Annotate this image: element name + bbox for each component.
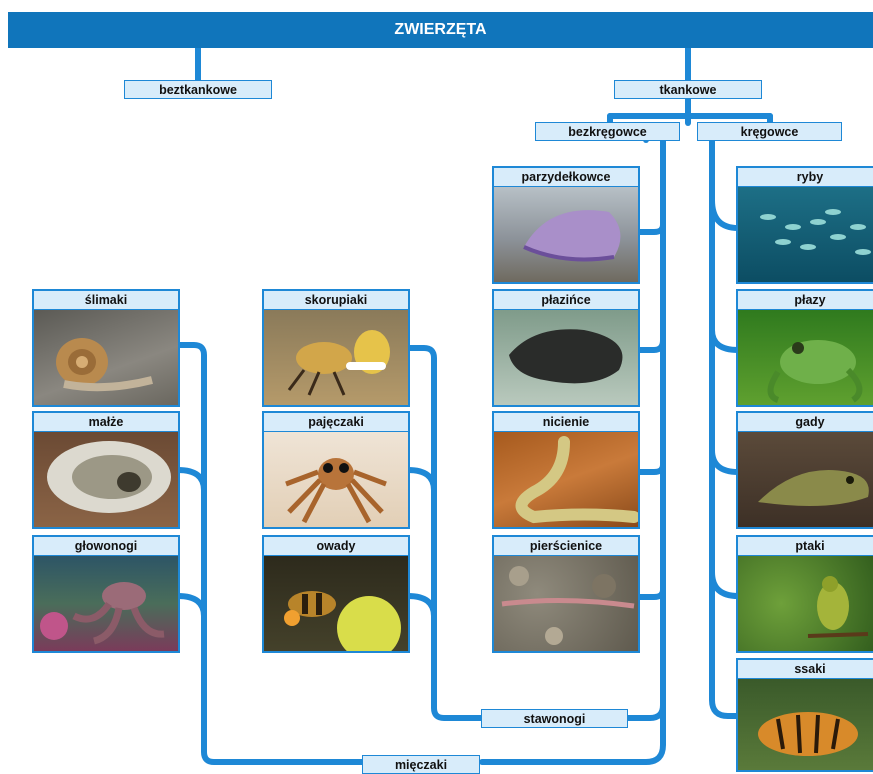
card-plazy: płazy (736, 289, 873, 407)
card-title: głowonogi (34, 537, 178, 556)
card-title: płazy (738, 291, 873, 310)
card-malze: małże (32, 411, 180, 529)
fish-image (738, 187, 873, 282)
card-slimaki: ślimaki (32, 289, 180, 407)
card-nicienie: nicienie (492, 411, 640, 529)
label-mieczaki: mięczaki (362, 755, 480, 774)
card-pajeczaki: pajęczaki (262, 411, 410, 529)
card-title: małże (34, 413, 178, 432)
frog-image (738, 310, 873, 405)
card-title: gady (738, 413, 873, 432)
card-pierscienice: pierścienice (492, 535, 640, 653)
card-title: pierścienice (494, 537, 638, 556)
card-title: płazińce (494, 291, 638, 310)
nematode-image (494, 432, 638, 527)
bee-image (264, 556, 408, 651)
spider-image (264, 432, 408, 527)
card-title: skorupiaki (264, 291, 408, 310)
bird-image (738, 556, 873, 651)
card-owady: owady (262, 535, 410, 653)
card-plazince: płazińce (492, 289, 640, 407)
card-title: pajęczaki (264, 413, 408, 432)
card-ssaki: ssaki (736, 658, 873, 772)
oyster-image (34, 432, 178, 527)
label-stawonogi: stawonogi (481, 709, 628, 728)
card-title: ryby (738, 168, 873, 187)
flatworm-image (494, 310, 638, 405)
card-title: ślimaki (34, 291, 178, 310)
label-bezkregowce: bezkręgowce (535, 122, 680, 141)
earthworm-image (494, 556, 638, 651)
card-title: nicienie (494, 413, 638, 432)
card-title: ptaki (738, 537, 873, 556)
tiger-image (738, 679, 873, 770)
label-tkankowe: tkankowe (614, 80, 762, 99)
card-ryby: ryby (736, 166, 873, 284)
card-title: parzydełkowce (494, 168, 638, 187)
iguana-image (738, 432, 873, 527)
root-title: ZWIERZĘTA (8, 12, 873, 48)
card-skorupiaki: skorupiaki (262, 289, 410, 407)
crab-image (264, 310, 408, 405)
octopus-image (34, 556, 178, 651)
card-gady: gady (736, 411, 873, 529)
card-ptaki: ptaki (736, 535, 873, 653)
label-kregowce: kręgowce (697, 122, 842, 141)
card-parzydelkowce: parzydełkowce (492, 166, 640, 284)
jellyfish-image (494, 187, 638, 282)
snail-image (34, 310, 178, 405)
card-title: ssaki (738, 660, 873, 679)
label-beztkankowe: beztkankowe (124, 80, 272, 99)
card-title: owady (264, 537, 408, 556)
card-glowonogi: głowonogi (32, 535, 180, 653)
